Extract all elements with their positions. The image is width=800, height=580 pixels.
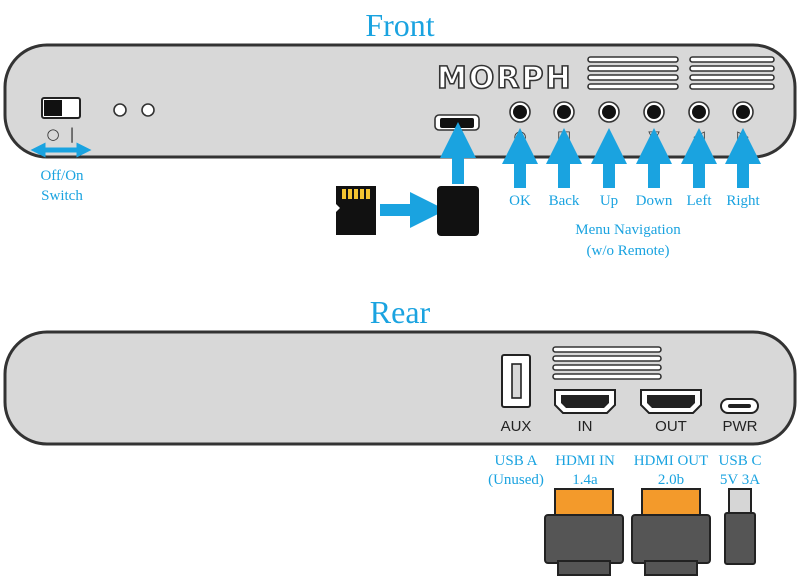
nav-button-up[interactable] bbox=[598, 101, 620, 123]
usb-c-port bbox=[720, 398, 759, 414]
power-switch[interactable] bbox=[41, 97, 81, 119]
port-caption-hdmi-in: HDMI IN bbox=[555, 453, 615, 469]
nav-button-left[interactable] bbox=[688, 101, 710, 123]
sd-card-back-icon bbox=[437, 186, 479, 236]
nav-symbol-up: △ bbox=[603, 127, 615, 145]
rear-title: Rear bbox=[370, 294, 431, 330]
port-label-hdmi-out: OUT bbox=[655, 418, 687, 435]
nav-caption: (w/o Remote) bbox=[587, 243, 670, 259]
port-spec-hdmi-in: 1.4a bbox=[572, 472, 598, 488]
nav-button-ok[interactable] bbox=[509, 101, 531, 123]
port-spec-hdmi-out: 2.0b bbox=[658, 472, 684, 488]
nav-label-down: Down bbox=[636, 193, 673, 209]
hdmi-in-cable-icon bbox=[544, 488, 624, 576]
nav-label-ok: OK bbox=[509, 193, 531, 209]
sd-card-slot bbox=[434, 114, 480, 131]
nav-symbol-right: ▷ bbox=[737, 127, 749, 145]
nav-caption: Menu Navigation bbox=[575, 222, 681, 238]
port-label-usb-a: AUX bbox=[501, 418, 532, 435]
port-caption-usb-a: USB A bbox=[495, 453, 538, 469]
port-caption-usb-c: USB C bbox=[719, 453, 762, 469]
led-indicator bbox=[113, 103, 127, 117]
morph-logo: MORPH bbox=[437, 61, 573, 96]
nav-label-right: Right bbox=[726, 193, 760, 209]
switch-label: Off/On bbox=[40, 168, 84, 184]
front-vent bbox=[587, 56, 775, 90]
nav-label-back: Back bbox=[549, 193, 580, 209]
nav-symbol-back: □ bbox=[557, 127, 571, 145]
hdmi-out-port bbox=[640, 389, 702, 414]
front-title: Front bbox=[365, 7, 434, 43]
nav-button-back[interactable] bbox=[553, 101, 575, 123]
usb-c-cable-icon bbox=[724, 488, 756, 565]
nav-button-right[interactable] bbox=[732, 101, 754, 123]
nav-label-left: Left bbox=[687, 193, 713, 209]
usb-a-port bbox=[501, 354, 531, 408]
nav-symbol-left: ◁ bbox=[693, 127, 705, 145]
nav-button-down[interactable] bbox=[643, 101, 665, 123]
power-off-symbol: ○ bbox=[46, 125, 59, 143]
nav-label-up: Up bbox=[600, 193, 618, 209]
port-label-hdmi-in: IN bbox=[578, 418, 593, 435]
hdmi-in-port bbox=[554, 389, 616, 414]
port-caption-hdmi-out: HDMI OUT bbox=[634, 453, 709, 469]
nav-symbol-ok: ○ bbox=[513, 127, 526, 145]
switch-label: Switch bbox=[41, 188, 83, 204]
port-label-usb-c: PWR bbox=[723, 418, 758, 435]
port-spec-usb-c: 5V 3A bbox=[720, 472, 760, 488]
led-indicator bbox=[141, 103, 155, 117]
nav-symbol-down: ▽ bbox=[648, 127, 660, 145]
micro-sd-card-icon bbox=[336, 186, 376, 235]
hdmi-out-cable-icon bbox=[631, 488, 711, 576]
power-on-symbol: | bbox=[69, 125, 74, 143]
port-spec-usb-a: (Unused) bbox=[488, 472, 544, 488]
rear-vent bbox=[552, 346, 662, 380]
